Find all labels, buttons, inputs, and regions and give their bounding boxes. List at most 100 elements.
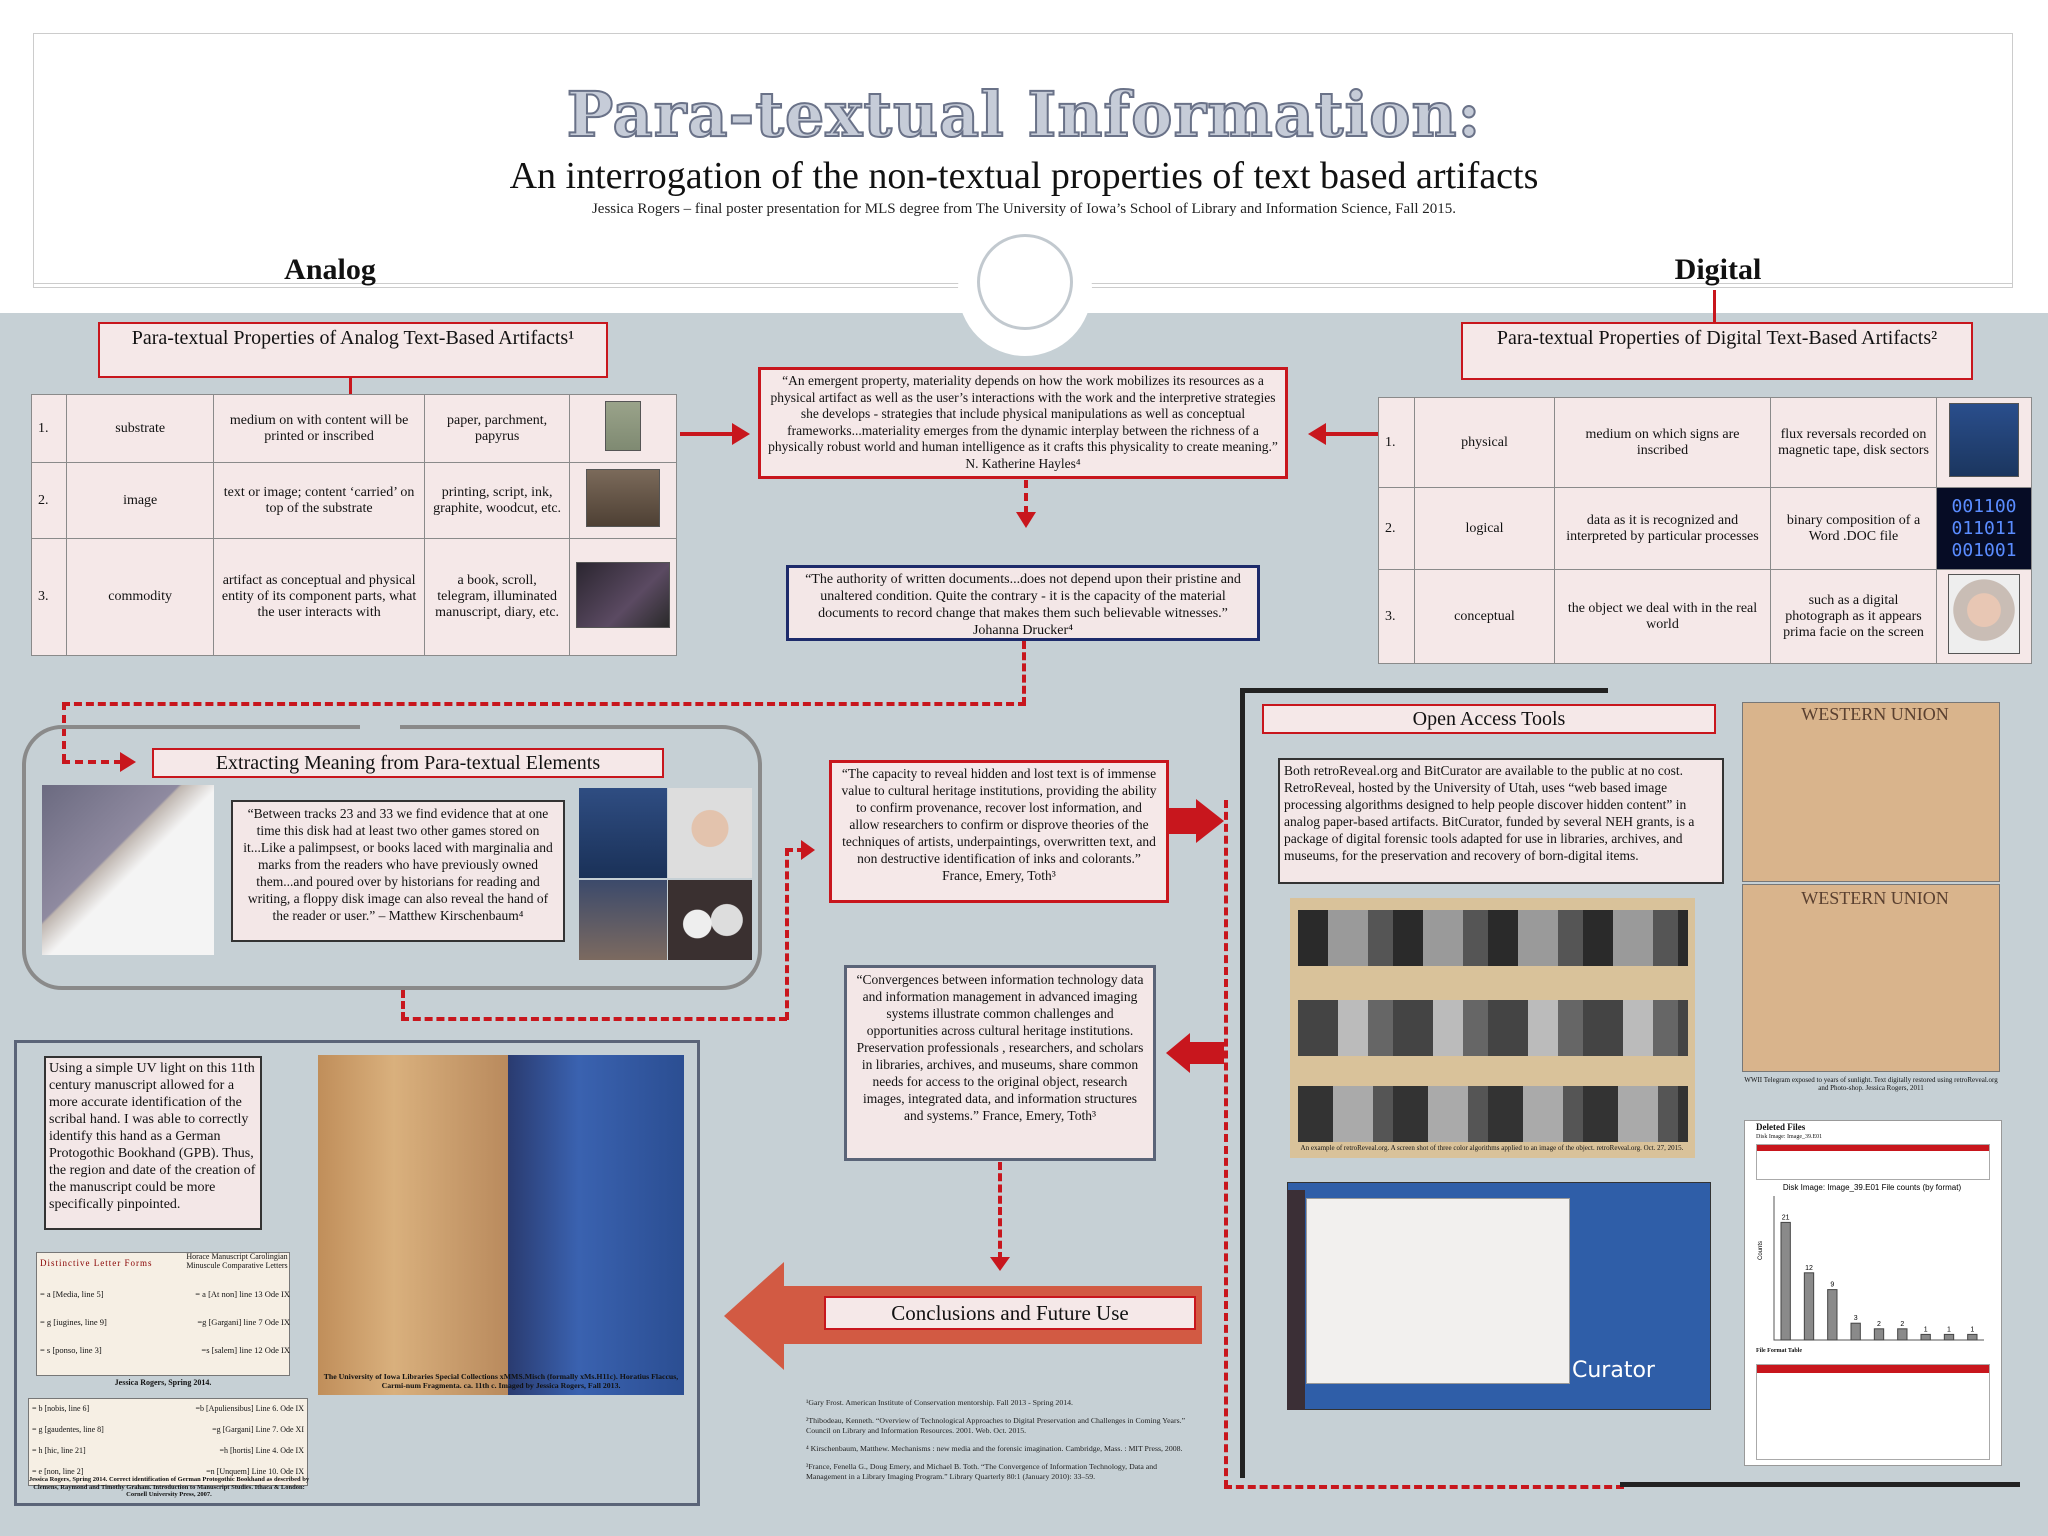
arrow-head bbox=[732, 423, 750, 445]
chart-bar bbox=[1873, 1328, 1885, 1341]
letter-form: = g [iugines, line 9] bbox=[40, 1317, 107, 1327]
property-name: substrate bbox=[66, 394, 214, 463]
reference-item: ³France, Fenella G., Doug Emery, and Mic… bbox=[806, 1462, 1157, 1481]
arrow-head bbox=[990, 1257, 1010, 1271]
table-row: 3. conceptual the object we deal with in… bbox=[1378, 569, 2032, 664]
references: ¹Gary Frost. American Institute of Conse… bbox=[806, 1398, 1186, 1482]
dogs-photo bbox=[668, 880, 752, 960]
row-number: 1. bbox=[30, 394, 68, 463]
letter-row: = g [gaudentes, line 8]=g [Gargani] Line… bbox=[32, 1419, 304, 1440]
hayles-quote: “An emergent property, materiality depen… bbox=[758, 367, 1288, 479]
floppy-disk-image bbox=[1949, 403, 2019, 477]
arrow-right bbox=[1168, 808, 1198, 834]
example-image-cell bbox=[1936, 397, 2032, 488]
deleted-files-subtitle: Disk Image: Image_39.E01 bbox=[1756, 1134, 1823, 1140]
bar-value-label: 1 bbox=[1947, 1326, 1951, 1333]
property-example: a book, scroll, telegram, illuminated ma… bbox=[424, 538, 570, 656]
retroreveal-caption: An example of retroReveal.org. A screen … bbox=[1300, 1144, 1684, 1152]
dashed-path bbox=[1224, 800, 1228, 1488]
dashed-path bbox=[62, 760, 122, 764]
dashed-path bbox=[1224, 1485, 1624, 1489]
letter-form-rows-2: = b [nobis, line 6]=b [Apuliensibus] Lin… bbox=[32, 1398, 304, 1482]
letter-form: = e [non, line 2] bbox=[32, 1467, 84, 1476]
file-count-chart: Disk Image: Image_39.E01 File counts (by… bbox=[1758, 1183, 1984, 1341]
letter-form: = h [hic, line 21] bbox=[32, 1446, 86, 1455]
dashed-connector bbox=[998, 1162, 1002, 1260]
dashed-path bbox=[62, 702, 66, 762]
bitcurator-sidebar bbox=[1287, 1190, 1305, 1410]
dashed-path bbox=[401, 990, 405, 1020]
property-name: conceptual bbox=[1414, 569, 1555, 664]
manuscript-image-plain bbox=[318, 1055, 508, 1395]
geography-book-image bbox=[42, 785, 214, 955]
arrow-head bbox=[1196, 799, 1224, 843]
letter-ref: =g [Gargani] line 7 Ode IX bbox=[197, 1317, 290, 1327]
property-desc: the object we deal with in the real worl… bbox=[1554, 569, 1771, 664]
binary-line: 011011 bbox=[1951, 517, 2017, 539]
letter-row: = b [nobis, line 6]=b [Apuliensibus] Lin… bbox=[32, 1398, 304, 1419]
property-desc: medium on which signs are inscribed bbox=[1554, 397, 1771, 488]
property-name: image bbox=[66, 462, 214, 539]
chart-axis bbox=[1773, 1196, 1984, 1341]
arrow-head bbox=[801, 840, 815, 860]
letter-forms-title: Distinctive Letter Forms bbox=[40, 1258, 153, 1268]
example-image-cell bbox=[569, 538, 677, 656]
example-image-cell bbox=[1936, 569, 2032, 664]
binary-line: 001001 bbox=[1951, 539, 2017, 561]
arrow-left bbox=[1190, 1042, 1224, 1064]
letter-row: = h [hic, line 21]=h [hortis] Line 4. Od… bbox=[32, 1440, 304, 1461]
row-number: 1. bbox=[1378, 397, 1415, 488]
example-image-cell bbox=[569, 462, 677, 539]
property-example: flux reversals recorded on magnetic tape… bbox=[1770, 397, 1937, 488]
family-photo bbox=[668, 788, 752, 878]
letter-row: = a [Media, line 5]= a [At non] line 13 … bbox=[40, 1280, 290, 1308]
deleted-files-title: Deleted Files bbox=[1756, 1122, 1806, 1132]
arrow-right bbox=[680, 432, 736, 436]
open-access-frame bbox=[1620, 1482, 2020, 1487]
arrow-head bbox=[1308, 423, 1326, 445]
manuscript-caption: The University of Iowa Libraries Special… bbox=[323, 1372, 679, 1390]
telegram-label: WESTERN UNION bbox=[1801, 888, 1949, 908]
letter-form: = g [gaudentes, line 8] bbox=[32, 1425, 104, 1434]
conclusions-arrow-head bbox=[724, 1262, 784, 1370]
table-row: 3. commodity artifact as conceptual and … bbox=[30, 538, 677, 656]
kirschenbaum-quote: “Between tracks 23 and 33 we find eviden… bbox=[231, 800, 565, 942]
bar-value-label: 21 bbox=[1782, 1214, 1790, 1221]
letter-ref: =n [Unquem] Line 10. Ode IX bbox=[206, 1467, 304, 1476]
uv-text: Using a simple UV light on this 11th cen… bbox=[44, 1056, 262, 1230]
arrow-left bbox=[1322, 432, 1378, 436]
table-row: 2. image text or image; content ‘carried… bbox=[30, 462, 677, 539]
retroreveal-strip bbox=[1298, 1000, 1688, 1056]
analog-box-title: Para-textual Properties of Analog Text-B… bbox=[98, 322, 608, 378]
digital-connector bbox=[1713, 290, 1716, 324]
poster-byline: Jessica Rogers – final poster presentati… bbox=[591, 201, 1457, 217]
chart-bar bbox=[1920, 1333, 1931, 1341]
bar-value-label: 1 bbox=[1924, 1326, 1928, 1333]
file-format-title: File Format Table bbox=[1756, 1348, 1802, 1354]
letter-ref: =s [salem] line 12 Ode IX bbox=[201, 1345, 290, 1355]
bar-value-label: 1 bbox=[1970, 1326, 1974, 1333]
retroreveal-strip bbox=[1298, 910, 1688, 966]
digital-heading: Digital bbox=[1674, 253, 1762, 286]
letter-ref: = a [At non] line 13 Ode IX bbox=[195, 1289, 290, 1299]
property-desc: data as it is recognized and interpreted… bbox=[1554, 487, 1771, 570]
portrait-photo bbox=[1948, 574, 2020, 654]
bar-value-label: 9 bbox=[1830, 1282, 1834, 1289]
table-row: 2. logical data as it is recognized and … bbox=[1378, 487, 2032, 570]
table-row: 1. substrate medium on with content will… bbox=[30, 394, 677, 463]
letter-ref: =b [Apuliensibus] Line 6. Ode IX bbox=[195, 1404, 305, 1413]
telegram-image bbox=[1742, 884, 2000, 1072]
drucker-quote: “The authority of written documents...do… bbox=[786, 565, 1260, 641]
dashed-path bbox=[401, 1017, 787, 1021]
chart-bar bbox=[1897, 1328, 1908, 1341]
floppy-photo bbox=[579, 788, 667, 878]
bar-value-label: 2 bbox=[1900, 1321, 1904, 1328]
parchment-image bbox=[605, 401, 641, 451]
digital-box-title: Para-textual Properties of Digital Text-… bbox=[1461, 322, 1973, 380]
bar-value-label: 12 bbox=[1805, 1265, 1813, 1272]
dashed-path bbox=[785, 848, 789, 1020]
book-image bbox=[576, 561, 670, 628]
family-photo bbox=[579, 880, 667, 960]
bar-value-label: 3 bbox=[1854, 1315, 1858, 1322]
letter-forms-panel bbox=[36, 1252, 290, 1376]
